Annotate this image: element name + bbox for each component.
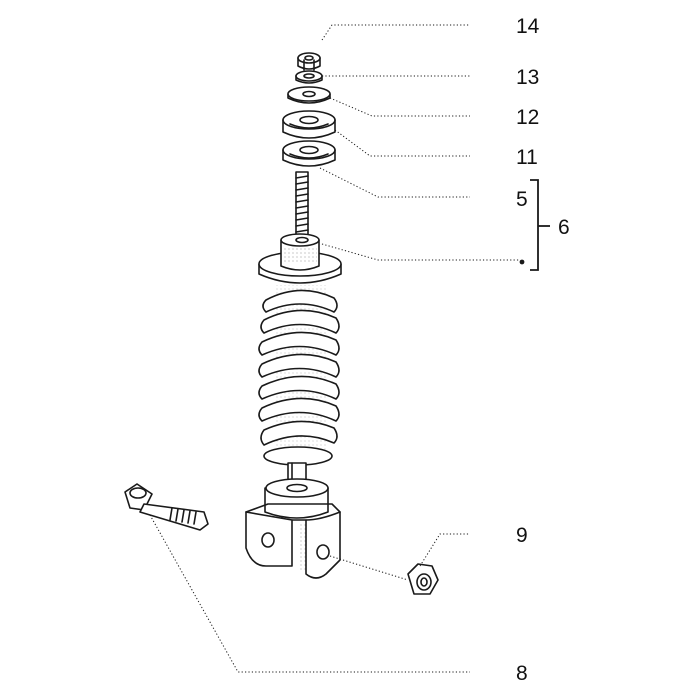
callout-5: 5: [516, 188, 528, 211]
coil-spring: [258, 285, 340, 466]
part-12-large-washer: [287, 86, 331, 104]
leader-12: [329, 97, 470, 117]
callout-12: 12: [516, 106, 539, 129]
callout-6: 6: [558, 216, 570, 239]
leader-9: [419, 533, 470, 567]
leader-14: [321, 24, 470, 41]
part-11-rubber-bushing: [282, 110, 336, 139]
leader-11: [334, 129, 470, 157]
part-9-nut: [407, 563, 439, 595]
callout-14: 14: [516, 15, 540, 38]
leader-5: [319, 167, 470, 198]
leader-9-axis: [329, 555, 409, 581]
upper-collar: [258, 233, 342, 284]
part-8-bolt: [124, 483, 209, 531]
callout-11: 11: [516, 146, 538, 169]
callout-13: 13: [516, 66, 539, 89]
threaded-rod: [295, 171, 309, 241]
leader-6-assembly: [321, 243, 520, 261]
part-5-rubber-bushing: [282, 140, 336, 167]
part-14-top-nut: [297, 52, 321, 71]
leader-lines: [149, 24, 520, 673]
lower-clevis-mount: [245, 478, 341, 579]
group-bracket-6: [519, 179, 550, 271]
callout-8: 8: [516, 662, 528, 685]
callout-9: 9: [516, 524, 528, 547]
callout-labels: 14 13 12 11 5 6 9 8: [516, 15, 570, 685]
part-13-washer: [295, 70, 323, 84]
